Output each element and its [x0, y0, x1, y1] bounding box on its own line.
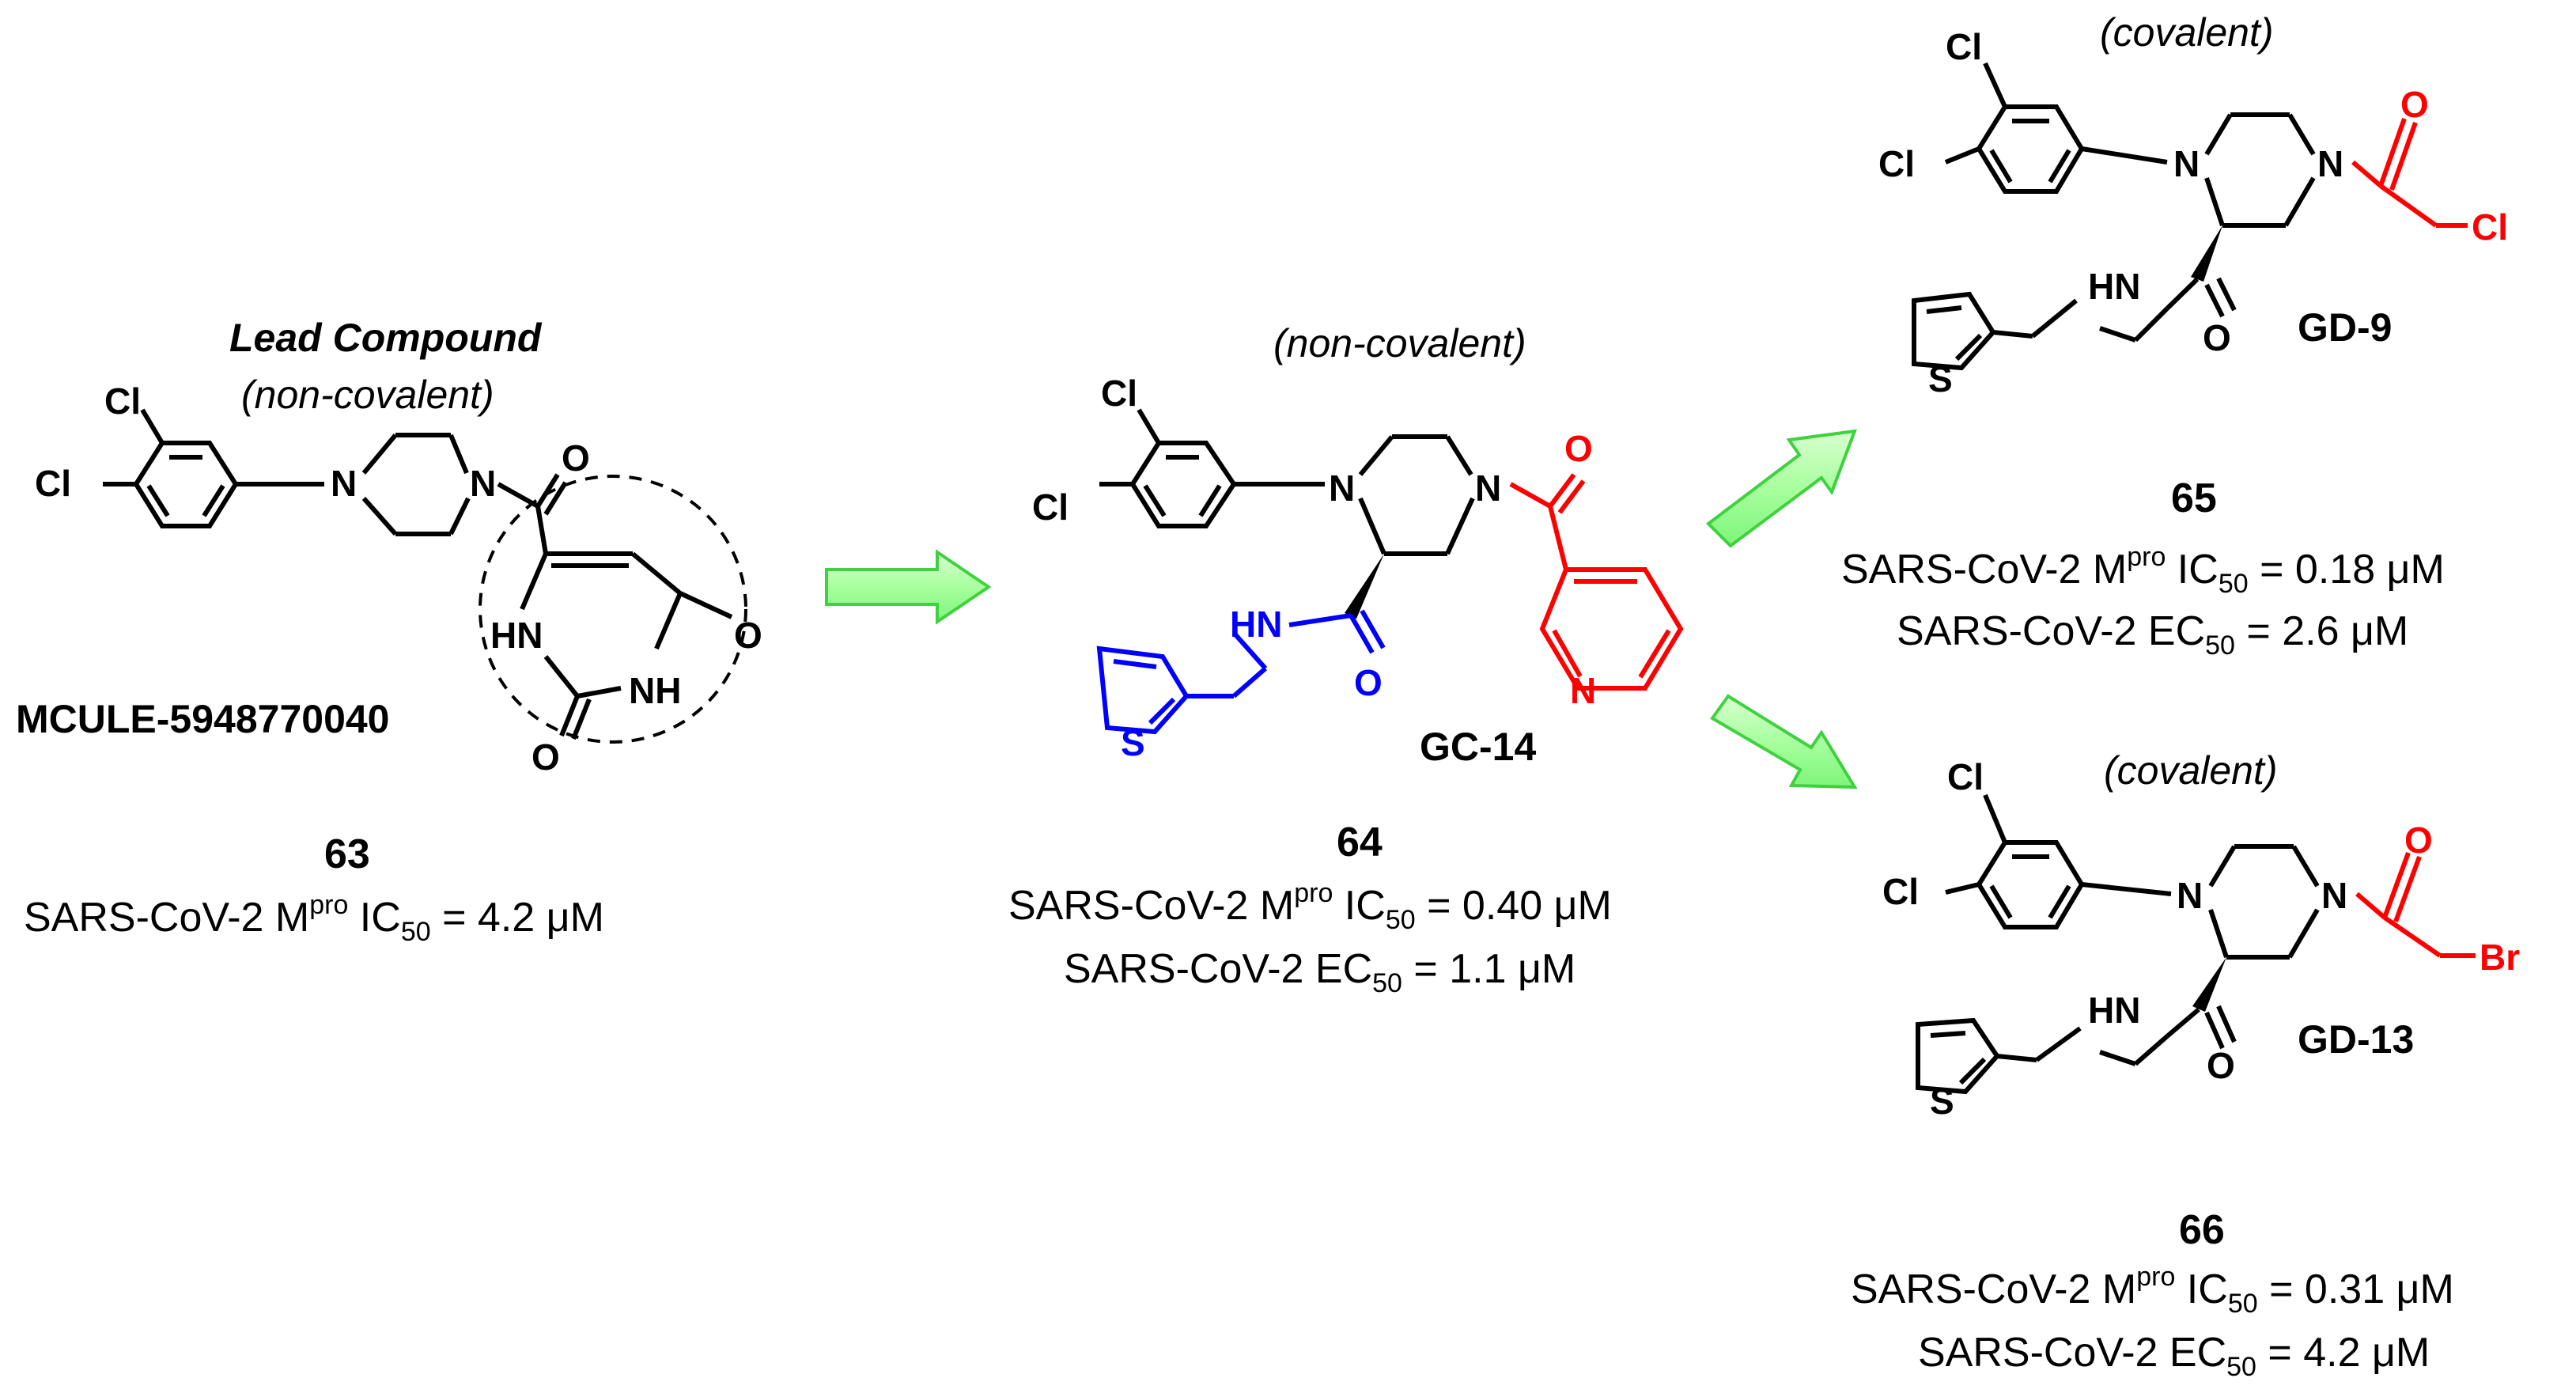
atom-o: O: [2404, 820, 2433, 861]
arrow-64-to-65: [1705, 429, 1858, 548]
structure-65: [1912, 62, 2316, 371]
mode-label-64: (non-covalent): [1273, 321, 1526, 365]
compound-number-66: 66: [2179, 1207, 2225, 1253]
compound-number-64: 64: [1337, 820, 1383, 865]
atom-br: Br: [2480, 937, 2521, 978]
activity-66-ec50: SARS-CoV-2 EC50 = 4.2 μM: [1918, 1330, 2430, 1382]
atom-hn: HN: [2088, 990, 2141, 1031]
atom-hn: HN: [490, 615, 543, 656]
activity-65-ic50: SARS-CoV-2 Mpro IC50 = 0.18 μM: [1841, 542, 2445, 599]
atom-o: O: [2203, 317, 2231, 358]
warhead-66-red: [2355, 851, 2476, 958]
atom-cl: Cl: [1101, 373, 1137, 414]
activity-63-ic50: SARS-CoV-2 Mpro IC50 = 4.2 μM: [24, 890, 604, 947]
structure-66: [1916, 793, 2320, 1095]
atom-o: O: [1354, 662, 1383, 703]
atom-n: N: [1329, 468, 1356, 509]
mode-label-63: (non-covalent): [241, 373, 494, 417]
atom-hn: HN: [2088, 266, 2141, 307]
atom-cl: Cl: [2472, 206, 2508, 248]
activity-64-ic50: SARS-CoV-2 Mpro IC50 = 0.40 μM: [1008, 878, 1612, 935]
compound-number-65: 65: [2171, 475, 2217, 521]
warhead-65-red: [2351, 118, 2468, 228]
wedge-bond: [1345, 554, 1384, 619]
atom-s: S: [1928, 358, 1953, 399]
atom-o: O: [2207, 1045, 2235, 1086]
atom-n: N: [2321, 875, 2348, 916]
atom-cl: Cl: [1947, 756, 1984, 797]
highlight-circle: [479, 475, 747, 744]
wedge-bond: [2191, 225, 2222, 282]
activity-66-ic50: SARS-CoV-2 Mpro IC50 = 0.31 μM: [1851, 1262, 2454, 1319]
compound-code-64: GC-14: [1420, 725, 1537, 769]
compound-number-63: 63: [324, 831, 370, 877]
atom-o: O: [1564, 428, 1593, 469]
pyridine-64-red: [1509, 473, 1684, 691]
atom-s: S: [1930, 1081, 1954, 1122]
atom-n: N: [1570, 670, 1597, 711]
atom-n: N: [1475, 468, 1502, 509]
atom-n: N: [331, 463, 357, 504]
mode-label-66: (covalent): [2104, 748, 2278, 793]
atom-o: O: [2400, 84, 2429, 125]
arrow-63-to-64: [825, 549, 992, 625]
atom-o: O: [734, 615, 762, 656]
atom-cl: Cl: [1946, 26, 1982, 67]
structure-64: [1099, 408, 1475, 556]
mode-label-65: (covalent): [2100, 10, 2274, 55]
atom-cl: Cl: [1878, 143, 1915, 184]
atom-n: N: [2177, 875, 2203, 916]
atom-cl: Cl: [1882, 871, 1919, 912]
arrow-64-to-66: [1710, 694, 1858, 789]
atom-n: N: [2317, 143, 2344, 184]
atom-hn: HN: [1230, 604, 1283, 645]
atom-cl: Cl: [1032, 486, 1069, 528]
activity-65-ec50: SARS-CoV-2 EC50 = 2.6 μM: [1897, 608, 2409, 661]
atom-cl: Cl: [35, 463, 71, 504]
atom-n: N: [470, 463, 497, 504]
lead-compound-label: Lead Compound: [229, 316, 542, 360]
atom-nh: NH: [629, 670, 682, 711]
atom-s: S: [1121, 722, 1145, 763]
atom-cl: Cl: [104, 380, 141, 422]
wedge-bond: [2192, 957, 2226, 1012]
atom-n: N: [2173, 143, 2200, 184]
compound-code-65: GD-9: [2298, 305, 2393, 350]
amide-64-blue: [1096, 609, 1386, 735]
compound-code-66: GD-13: [2298, 1017, 2415, 1062]
atom-o: O: [562, 437, 590, 479]
atom-o: O: [531, 736, 560, 778]
compound-code-63: MCULE-5948770040: [16, 697, 390, 741]
activity-64-ec50: SARS-CoV-2 EC50 = 1.1 μM: [1064, 946, 1576, 998]
